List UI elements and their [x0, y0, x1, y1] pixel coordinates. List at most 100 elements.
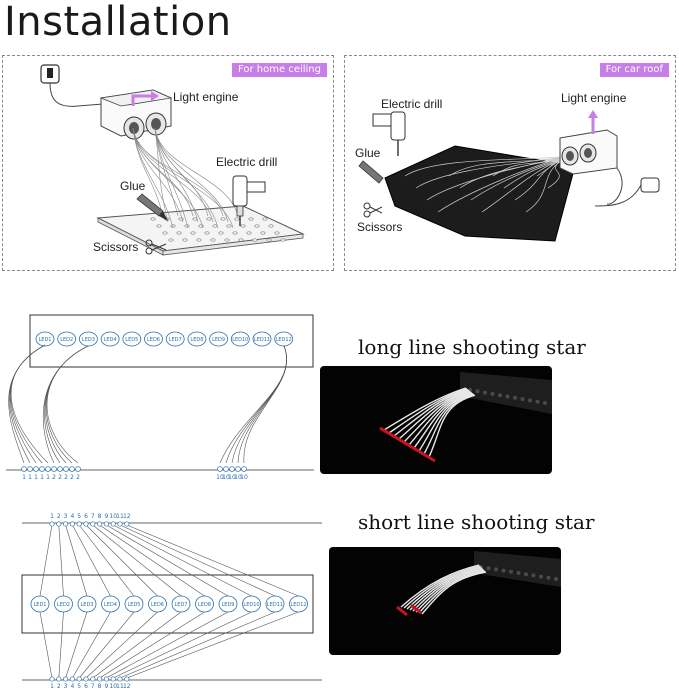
- home-glue-label: Glue: [120, 179, 146, 193]
- short-top-number: 8: [98, 513, 102, 520]
- short-top-number: 7: [91, 513, 95, 520]
- long-fiber-number: 2: [76, 474, 80, 481]
- short-led-label: LED2: [57, 602, 70, 608]
- short-top-number: 12: [123, 513, 131, 520]
- long-led-label: LED7: [169, 337, 182, 343]
- long-fiber-number: 10: [234, 474, 242, 481]
- long-led-10: [230, 331, 250, 347]
- short-led-2: [54, 595, 73, 613]
- long-fiber-end: [63, 466, 69, 472]
- short-led-10: [242, 595, 261, 613]
- long-led-label: LED9: [212, 337, 225, 343]
- short-top-number: 3: [64, 513, 68, 520]
- short-led-label: LED8: [198, 602, 211, 608]
- long-fiber-end: [229, 466, 235, 472]
- short-top-number: 2: [57, 513, 61, 520]
- short-bottom-fiber-end: [103, 676, 109, 682]
- long-fiber-number: 2: [64, 474, 68, 481]
- long-line-photo: [320, 366, 552, 474]
- long-fiber-number: 1: [22, 474, 26, 481]
- car-light-engine-label: Light engine: [561, 91, 627, 105]
- long-led-3: [79, 331, 98, 347]
- short-top-fiber-end: [90, 521, 96, 527]
- long-fiber-number: 1: [46, 474, 50, 481]
- long-led-4: [100, 331, 120, 347]
- car-electric-drill-label: Electric drill: [381, 97, 443, 111]
- long-led-label: LED12: [276, 337, 292, 343]
- long-led-11: [252, 331, 272, 347]
- short-top-fiber-end: [49, 521, 55, 527]
- short-bottom-fiber-end: [69, 676, 75, 682]
- long-fiber-number: 10: [222, 474, 230, 481]
- short-led-label: LED12: [290, 602, 306, 608]
- car-roof-tag: For car roof: [599, 63, 669, 77]
- long-fiber-number: 2: [70, 474, 74, 481]
- long-led-label: LED10: [232, 337, 248, 343]
- long-led-label: LED6: [147, 337, 160, 343]
- short-led-label: LED11: [267, 602, 283, 608]
- long-led-box: [29, 314, 314, 368]
- long-fiber-number: 2: [52, 474, 56, 481]
- short-top-number: 4: [70, 513, 74, 520]
- long-led-5: [122, 331, 142, 347]
- short-led-7: [171, 595, 191, 613]
- glue-tube-icon: [136, 193, 168, 221]
- long-led-12: [274, 331, 294, 347]
- short-bottom-fiber-end: [63, 676, 69, 682]
- short-line-heading: short line shooting star: [358, 510, 595, 534]
- long-fiber-number: 1: [40, 474, 44, 481]
- short-led-4: [101, 595, 120, 613]
- page-title: Installation: [4, 0, 232, 45]
- home-light-engine-label: Light engine: [173, 90, 239, 104]
- home-ceiling-tag: For home ceiling: [231, 63, 327, 77]
- home-electric-drill-label: Electric drill: [216, 155, 278, 169]
- short-led-6: [148, 595, 167, 613]
- light-direction-arrow-icon: [131, 94, 151, 106]
- short-bottom-fiber-end: [110, 676, 116, 682]
- short-led-label: LED6: [151, 602, 164, 608]
- long-led-6: [144, 331, 163, 347]
- short-led-label: LED5: [128, 602, 141, 608]
- short-top-number: 1: [50, 513, 54, 520]
- short-led-label: LED4: [104, 602, 117, 608]
- short-line-photo: [329, 547, 561, 655]
- short-top-fiber-end: [103, 521, 109, 527]
- car-plug-icon: [640, 177, 660, 193]
- home-scissors-label: Scissors: [93, 240, 139, 254]
- car-glue-tube-icon: [358, 160, 384, 184]
- short-bottom-fiber-end: [56, 676, 62, 682]
- long-led-label: LED8: [190, 337, 203, 343]
- long-fiber-end: [235, 466, 241, 472]
- short-bottom-fiber-end: [83, 676, 89, 682]
- long-fiber-end: [39, 466, 45, 472]
- short-top-fiber-end: [124, 521, 130, 527]
- home-ceiling-illustration: [40, 64, 305, 256]
- long-fiber-end: [57, 466, 63, 472]
- long-fiber-end: [223, 466, 229, 472]
- long-led-label: LED5: [125, 337, 138, 343]
- car-roof-board: [384, 145, 576, 242]
- long-led-label: LED11: [254, 337, 270, 343]
- short-led-5: [124, 595, 144, 613]
- short-top-fiber-end: [110, 521, 116, 527]
- short-led-9: [218, 595, 238, 613]
- short-led-label: LED10: [243, 602, 259, 608]
- short-led-label: LED9: [222, 602, 235, 608]
- long-fiber-end: [75, 466, 81, 472]
- short-led-11: [265, 595, 285, 613]
- short-top-number: 9: [104, 513, 108, 520]
- car-scissors-label: Scissors: [357, 220, 403, 234]
- short-bottom-fiber-end: [124, 676, 130, 682]
- electric-drill-icon: [232, 175, 266, 226]
- short-top-fiber-end: [76, 521, 82, 527]
- long-led-7: [165, 331, 185, 347]
- short-led-8: [195, 595, 214, 613]
- long-fiber-number: 10: [240, 474, 248, 481]
- long-led-1: [35, 331, 55, 347]
- short-led-box: [21, 574, 314, 634]
- car-glue-label: Glue: [355, 146, 381, 160]
- long-fiber-end: [51, 466, 57, 472]
- short-led-12: [289, 595, 308, 613]
- car-scissors-icon: [363, 202, 383, 218]
